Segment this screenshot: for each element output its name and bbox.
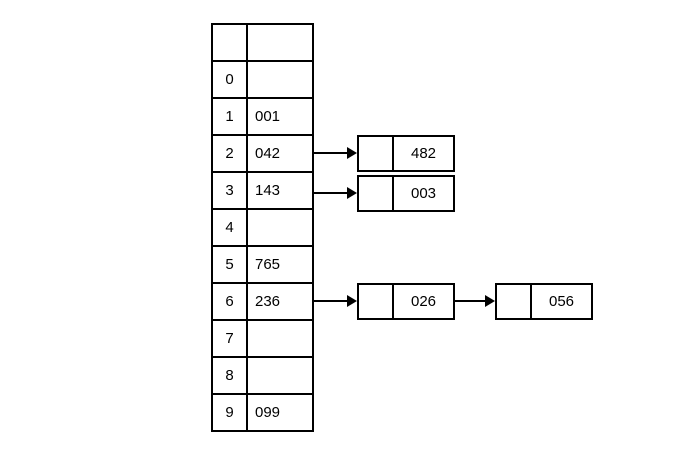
- table-row-bucket-2: 2 042: [213, 136, 312, 173]
- bucket-index-cell: 5: [213, 247, 248, 282]
- bucket-value-cell: [248, 358, 312, 393]
- bucket-index-cell: 6: [213, 284, 248, 319]
- list-node-003: 003: [357, 175, 455, 212]
- table-row-bucket-9: 9 099: [213, 395, 312, 430]
- table-row-bucket-7: 7: [213, 321, 312, 358]
- arrow-bucket6-to-node026: [314, 294, 357, 308]
- arrow-line: [314, 300, 347, 302]
- arrow-bucket2-to-node482: [314, 146, 357, 160]
- table-row-header: [213, 25, 312, 62]
- bucket-value-cell: [248, 25, 312, 60]
- bucket-value-cell: 236: [248, 284, 312, 319]
- bucket-index-cell: 7: [213, 321, 248, 356]
- bucket-value-cell: [248, 321, 312, 356]
- arrow-bucket3-to-node003: [314, 186, 357, 200]
- table-row-bucket-4: 4: [213, 210, 312, 247]
- node-pointer-cell: [497, 285, 532, 318]
- bucket-index-cell: 1: [213, 99, 248, 134]
- bucket-value-cell: 143: [248, 173, 312, 208]
- table-row-bucket-3: 3 143: [213, 173, 312, 210]
- arrow-head-icon: [347, 147, 357, 159]
- node-value-cell: 003: [410, 185, 437, 202]
- arrow-line: [455, 300, 485, 302]
- arrow-node026-to-node056: [455, 294, 495, 308]
- table-row-bucket-0: 0: [213, 62, 312, 99]
- arrow-head-icon: [485, 295, 495, 307]
- bucket-index-cell: 2: [213, 136, 248, 171]
- bucket-index-cell: 9: [213, 395, 248, 430]
- table-row-bucket-5: 5 765: [213, 247, 312, 284]
- bucket-value-cell: [248, 210, 312, 245]
- table-row-bucket-8: 8: [213, 358, 312, 395]
- arrow-line: [314, 152, 347, 154]
- bucket-index-cell: 8: [213, 358, 248, 393]
- table-row-bucket-6: 6 236: [213, 284, 312, 321]
- bucket-value-cell: 099: [248, 395, 312, 430]
- node-pointer-cell: [359, 137, 394, 170]
- arrow-head-icon: [347, 187, 357, 199]
- node-pointer-cell: [359, 177, 394, 210]
- node-value-cell: 056: [548, 293, 575, 310]
- bucket-value-cell: 042: [248, 136, 312, 171]
- hash-table: 0 1 001 2 042 3 143 4 5 765 6 236 7: [211, 23, 314, 432]
- bucket-value-cell: [248, 62, 312, 97]
- bucket-index-cell: 3: [213, 173, 248, 208]
- node-value-cell: 482: [410, 145, 437, 162]
- bucket-index-cell: 4: [213, 210, 248, 245]
- list-node-482: 482: [357, 135, 455, 172]
- list-node-026: 026: [357, 283, 455, 320]
- table-row-bucket-1: 1 001: [213, 99, 312, 136]
- bucket-value-cell: 001: [248, 99, 312, 134]
- node-value-cell: 026: [410, 293, 437, 310]
- arrow-line: [314, 192, 347, 194]
- bucket-index-cell: 0: [213, 62, 248, 97]
- list-node-056: 056: [495, 283, 593, 320]
- arrow-head-icon: [347, 295, 357, 307]
- bucket-index-cell: [213, 25, 248, 60]
- bucket-value-cell: 765: [248, 247, 312, 282]
- node-pointer-cell: [359, 285, 394, 318]
